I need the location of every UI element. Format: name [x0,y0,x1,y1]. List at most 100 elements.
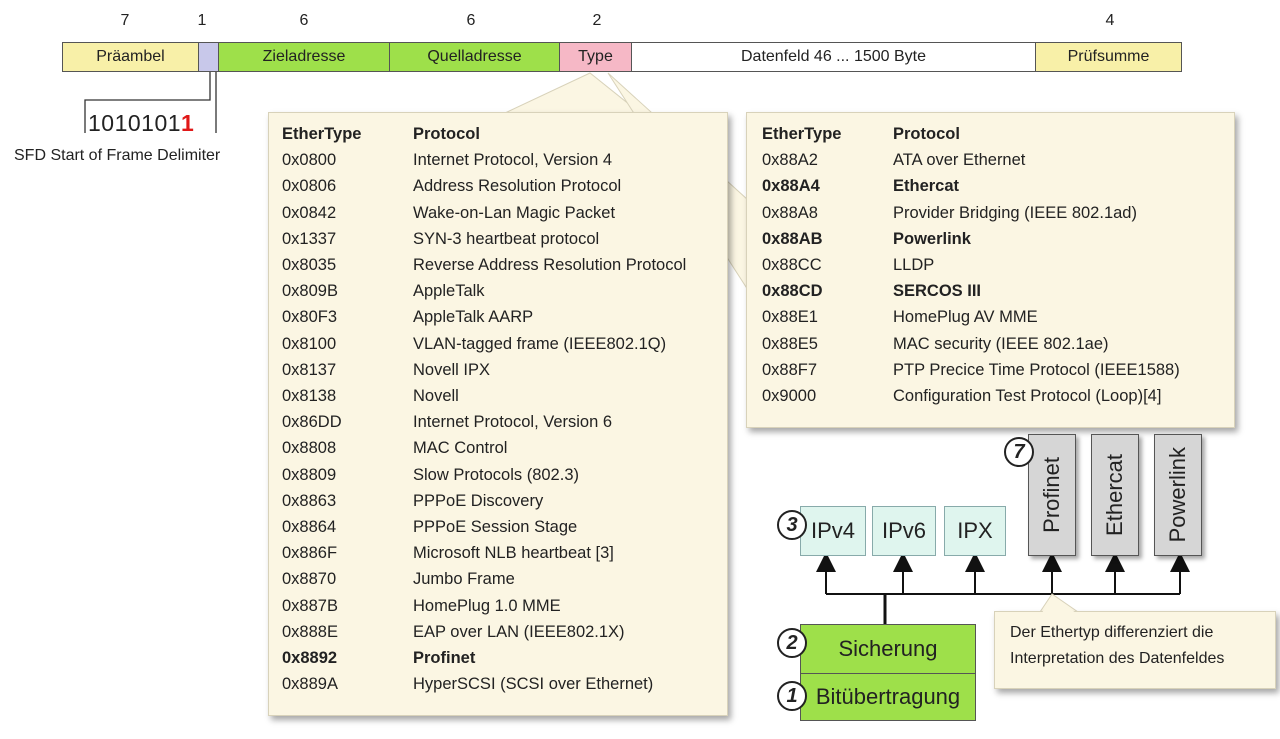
marker-layer1: 1 [777,681,807,711]
length-ziel: 6 [299,12,309,29]
note-panel [994,611,1276,689]
ethertype-code: 0x88F7 [762,360,818,379]
table-row: 0x8864 PPPoE Session Stage [282,514,686,540]
header-ethertype: EtherType [762,125,842,143]
ethertype-code: 0x0842 [282,203,337,222]
length-sfd: 1 [197,12,207,29]
layer1-bituebertragung: Bitübertragung [800,673,976,721]
table-row: 0x0842 Wake-on-Lan Magic Packet [282,200,686,226]
protocol-name: Internet Protocol, Version 6 [413,413,613,432]
field-pruefsumme: Prüfsumme [1035,42,1182,72]
field-quelladresse: Quelladresse [389,42,560,72]
sfd-bits: 10101011 [88,110,194,137]
length-praeambel: 7 [120,12,130,29]
protocol-name: LLDP [893,256,935,275]
protocol-name: Ethercat [893,177,960,196]
length-pruef: 4 [1105,12,1115,29]
ethertype-code: 0x8809 [282,465,337,484]
sfd-bits-main: 1010101 [88,110,182,136]
ethertype-code: 0x0800 [282,151,337,170]
layer7-profinet: Profinet [1028,434,1076,556]
ethertype-code: 0x0806 [282,177,337,196]
table-row: 0x1337 SYN-3 heartbeat protocol [282,226,686,252]
ethertype-code: 0x88AB [762,229,823,248]
table-row: 0x8892 Profinet [282,645,686,671]
protocol-name: Provider Bridging (IEEE 802.1ad) [893,203,1137,222]
protocol-name: Internet Protocol, Version 4 [413,151,613,170]
note-line-2: Interpretation des Datenfeldes [1010,650,1225,667]
layer2-sicherung: Sicherung [800,624,976,674]
table-row: 0x88CC LLDP [762,252,1180,278]
layer7-powerlink: Powerlink [1154,434,1202,556]
ethertype-code: 0x809B [282,282,338,301]
note-line-1: Der Ethertyp differenziert die [1010,624,1214,641]
ethertype-code: 0x88E5 [762,334,818,353]
table-row: 0x88AB Powerlink [762,226,1180,252]
ethertype-code: 0x886F [282,544,338,563]
ethertype-code: 0x8864 [282,518,337,537]
table-row: 0x88E5 MAC security (IEEE 802.1ae) [762,331,1180,357]
protocol-name: HyperSCSI (SCSI over Ethernet) [413,675,654,694]
ethertype-code: 0x9000 [762,387,817,406]
panel-ethertype-right [746,112,1235,428]
ethertype-code: 0x8863 [282,491,337,510]
protocol-name: SERCOS III [893,282,982,301]
protocol-name: PPPoE Discovery [413,491,544,510]
protocol-name: AppleTalk AARP [413,308,534,327]
header-ethertype: EtherType [282,125,362,143]
ethertype-code: 0x88E1 [762,308,818,327]
protocol-name: Profinet [413,649,476,668]
ethertype-code: 0x8100 [282,334,337,353]
sfd-bracket [84,72,217,133]
ethertype-code: 0x80F3 [282,308,338,327]
ethertype-code: 0x88A8 [762,203,818,222]
protocol-name: ATA over Ethernet [893,151,1026,170]
protocol-name: EAP over LAN (IEEE802.1X) [413,622,625,641]
protocol-name: Novell IPX [413,360,491,379]
protocol-name: Reverse Address Resolution Protocol [413,256,687,275]
ethertype-code: 0x1337 [282,229,337,248]
layer7-ethercat: Ethercat [1091,434,1139,556]
ethertype-code: 0x88A4 [762,177,820,196]
protocol-name: PPPoE Session Stage [413,518,578,537]
layer3-ipv6: IPv6 [872,506,936,556]
sfd-last-bit: 1 [181,110,195,136]
protocol-name: Novell [413,387,459,406]
protocol-name: SYN-3 heartbeat protocol [413,229,600,248]
protocol-name: MAC security (IEEE 802.1ae) [893,334,1109,353]
table-row: 0x888E EAP over LAN (IEEE802.1X) [282,619,686,645]
field-type: Type [559,42,632,72]
table-row: 0x8863 PPPoE Discovery [282,488,686,514]
marker-layer7: 7 [1004,437,1034,467]
ethertype-code: 0x888E [282,622,338,641]
ethertype-code: 0x8892 [282,649,338,668]
sfd-label: SFD Start of Frame Delimiter [14,147,221,164]
ethertype-code: 0x86DD [282,413,342,432]
ethertype-code: 0x88A2 [762,151,818,170]
table-row: 0x80F3 AppleTalk AARP [282,304,686,330]
protocol-name: Wake-on-Lan Magic Packet [413,203,616,222]
ethertype-code: 0x88CC [762,256,822,275]
protocol-name: Powerlink [893,229,971,248]
marker-layer2: 2 [777,628,807,658]
table-row: 0x88A2 ATA over Ethernet [762,147,1180,173]
protocol-name: HomePlug AV MME [893,308,1038,327]
table-row: 0x88A4 Ethercat [762,173,1180,199]
